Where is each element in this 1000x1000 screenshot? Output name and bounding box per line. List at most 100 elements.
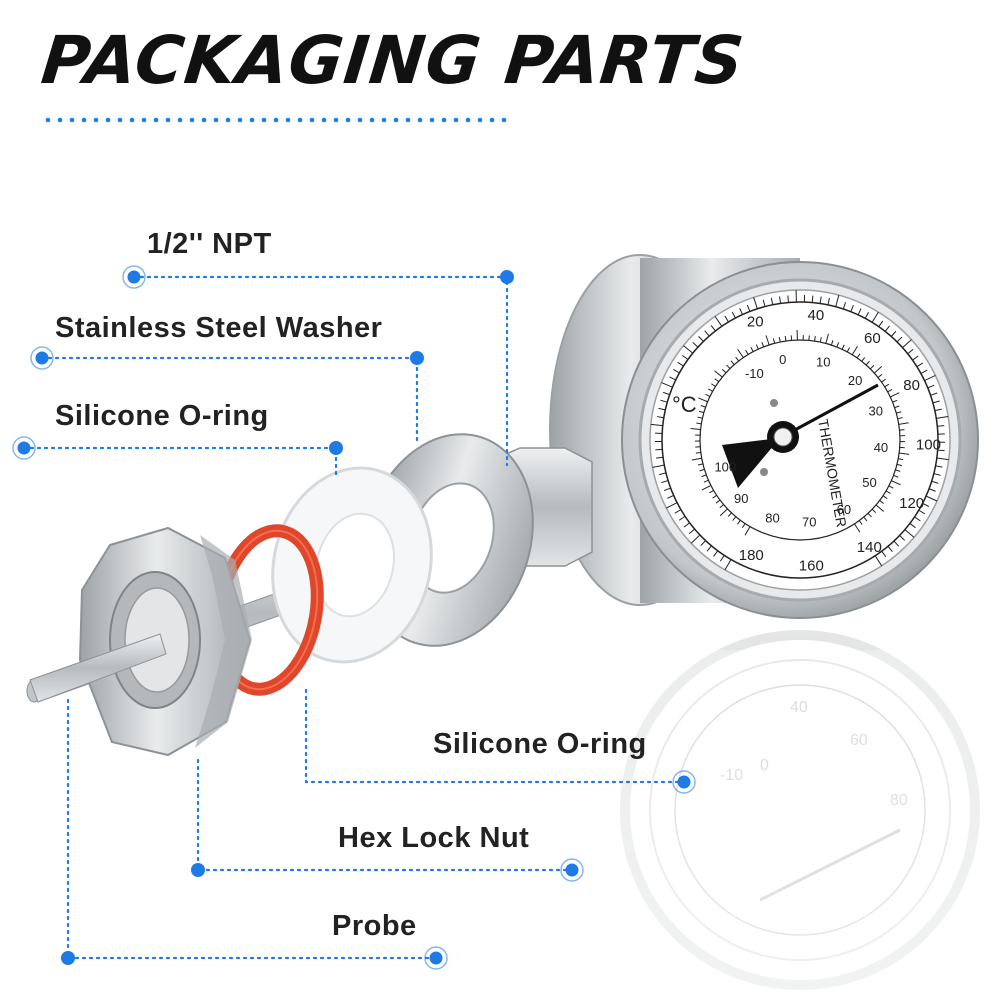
dial-tick <box>936 457 949 461</box>
dial-tick <box>762 299 766 307</box>
label-stainless-steel-washer: Stainless Steel Washer <box>55 312 383 344</box>
dial-tick <box>891 480 901 486</box>
dial-tick <box>704 330 710 337</box>
dial-tick <box>701 484 712 491</box>
dial-tick <box>936 416 949 419</box>
dial-inner-label: 90 <box>734 491 748 506</box>
dial-tick <box>897 417 903 420</box>
dial-tick <box>898 422 909 425</box>
dial-tick <box>690 428 701 431</box>
dial-tick <box>652 464 665 468</box>
thermometer-gauge <box>467 254 979 619</box>
dial-tick <box>830 340 834 346</box>
dial-tick <box>755 344 759 350</box>
dial-tick <box>827 297 830 305</box>
dial-tick <box>779 296 782 304</box>
dial-inner-label: 80 <box>765 511 779 526</box>
dial-tick <box>909 523 916 529</box>
dial-tick <box>727 512 732 517</box>
dial-tick <box>714 316 723 327</box>
dial-tick <box>714 378 720 383</box>
dial-tick <box>739 307 744 315</box>
dial-tick <box>674 509 682 514</box>
dial-inner-label: 30 <box>869 404 883 419</box>
dial-tick <box>731 311 736 319</box>
dial-tick <box>784 335 787 342</box>
dial-tick <box>778 336 781 343</box>
dial-tick <box>656 456 664 459</box>
dial-tick <box>701 474 707 478</box>
dial-tick <box>711 383 716 387</box>
dial-tick <box>772 338 776 344</box>
dial-tick <box>858 520 863 525</box>
dial-tick <box>724 559 732 571</box>
dial-tick <box>922 502 930 507</box>
dial-tick <box>697 463 704 466</box>
label-npt: 1/2'' NPT <box>147 228 272 260</box>
dial-tick <box>750 346 754 352</box>
dial-tick <box>714 370 723 378</box>
dial-tick <box>691 457 702 461</box>
dial-tick <box>697 416 703 419</box>
dial-tick <box>925 495 938 502</box>
dial-tick <box>705 393 711 397</box>
dial-tick <box>890 330 897 337</box>
dial-outer-label: 100 <box>916 436 941 453</box>
dial-tick <box>658 407 666 411</box>
dial-tick <box>884 325 890 332</box>
title-dotted-underline <box>45 117 507 123</box>
dial-tick <box>937 425 945 427</box>
dial-tick <box>851 345 858 355</box>
dial-tick <box>753 297 758 309</box>
dial-tick <box>706 545 712 552</box>
dial-tick <box>888 485 894 489</box>
dial-tick <box>741 523 746 529</box>
dial-tick <box>698 397 708 403</box>
dial-tick <box>902 339 912 349</box>
dial-tick <box>667 495 674 499</box>
dial-outer-label: 40 <box>808 307 825 324</box>
dial-tick <box>867 512 872 518</box>
dial-tick <box>678 515 686 521</box>
dial-outer-label: 20 <box>747 314 764 331</box>
dial-tick <box>730 360 735 365</box>
dial-tick <box>916 362 924 368</box>
callout-dot-icon <box>12 265 696 970</box>
dial-tick <box>932 400 940 404</box>
page-title: PACKAGING PARTS <box>37 22 748 99</box>
dial-tick <box>690 534 701 544</box>
dial-tick <box>700 540 706 547</box>
dial-tick <box>931 480 939 484</box>
dial-tick <box>692 342 699 348</box>
dial-tick <box>896 411 902 414</box>
dial-tick <box>698 410 704 414</box>
dial-tick <box>898 458 904 461</box>
dial-tick <box>881 378 886 383</box>
dial-tick <box>850 304 854 312</box>
dial-tick <box>695 452 701 454</box>
dial-tick <box>814 336 816 342</box>
dial-tick <box>864 311 869 319</box>
dial-tick <box>811 295 814 303</box>
dial-tick <box>746 304 751 312</box>
dial-tick <box>681 354 689 360</box>
dial-tick <box>857 308 862 316</box>
dial-inner-label: 60 <box>837 502 851 517</box>
dial-tick <box>661 382 673 388</box>
dial-outer-label: 60 <box>864 330 881 347</box>
dial-tick <box>819 337 822 343</box>
dial-inner-label: 40 <box>874 440 888 455</box>
dial-tick <box>882 495 888 499</box>
hex-lock-nut <box>78 526 252 757</box>
label-silicone-o-ring-bottom: Silicone O-ring <box>433 728 647 760</box>
dial-tick <box>904 529 915 538</box>
dial-tick <box>650 423 663 427</box>
dial-tick <box>666 502 678 509</box>
dial-tick <box>893 474 899 478</box>
dial-tick <box>787 295 789 303</box>
dial-tick <box>937 449 945 452</box>
dial-tick <box>699 468 705 472</box>
